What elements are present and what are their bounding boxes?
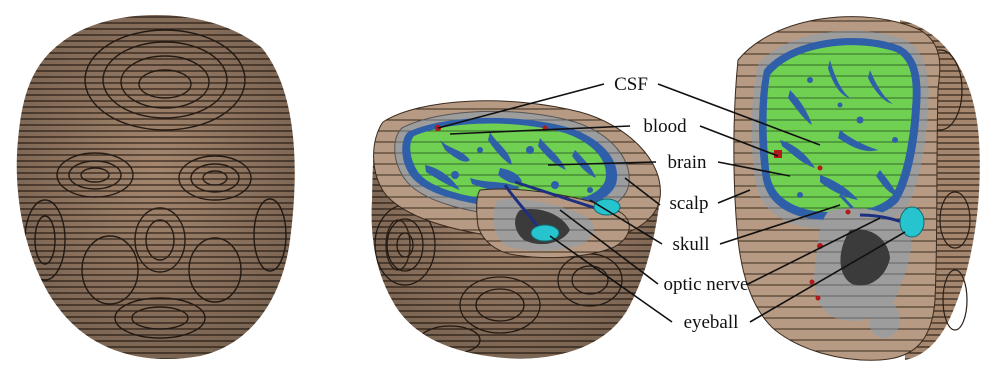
label-brain: brain xyxy=(667,152,707,173)
label-scalp: scalp xyxy=(669,193,708,214)
label-blood: blood xyxy=(643,116,687,137)
label-skull: skull xyxy=(673,234,710,255)
label-eyeball: eyeball xyxy=(684,312,739,333)
label-csf: CSF xyxy=(614,74,648,95)
sagittal-section-model xyxy=(734,17,980,361)
full-head-model xyxy=(17,15,295,359)
axial-section-model xyxy=(372,101,661,359)
label-optic-nerve: optic nerve xyxy=(664,274,749,295)
